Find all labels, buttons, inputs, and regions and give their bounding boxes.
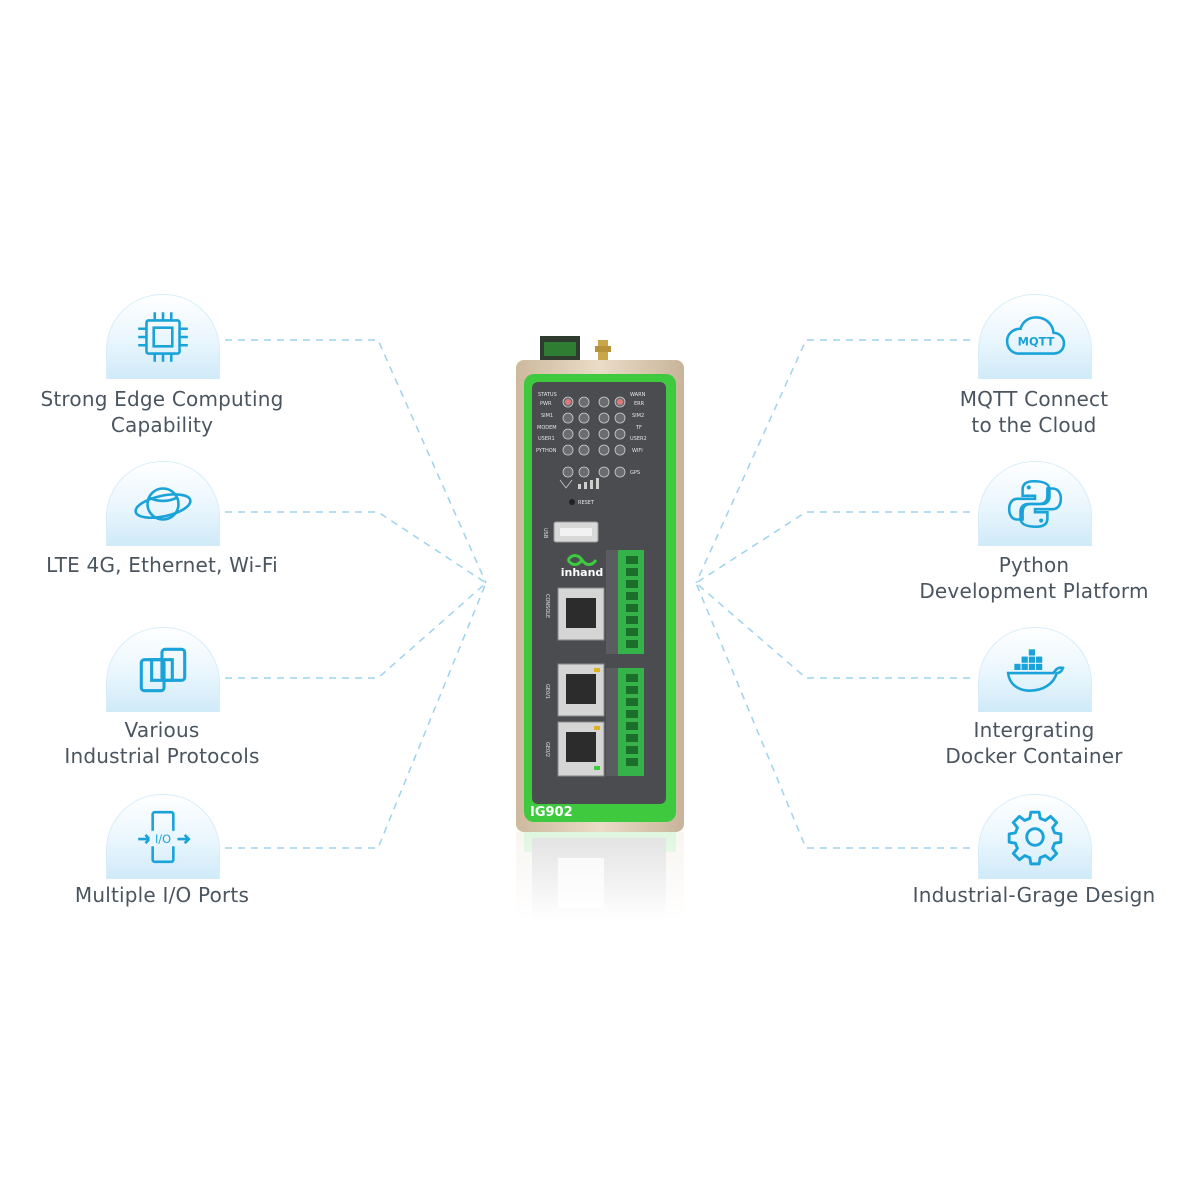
device-illustration: STATUS PWR SIM1 MODEM USER1 PYTHON WARN … xyxy=(510,336,690,920)
docker-whale-icon xyxy=(1006,649,1065,692)
console-label: CONSOLE xyxy=(544,594,550,618)
gear-icon xyxy=(1007,810,1063,866)
led-label: WARN xyxy=(630,392,646,398)
signal-antenna-icon xyxy=(559,479,573,489)
feature-label: Industrial-Grage Design xyxy=(912,883,1156,907)
python-icon xyxy=(1007,479,1063,529)
terminal-block-bottom xyxy=(606,668,644,776)
console-port-socket xyxy=(566,598,596,628)
ethernet-socket-ge2 xyxy=(566,732,596,762)
power-terminal-green xyxy=(544,342,576,356)
feature-label: Intergrating Docker Container xyxy=(945,718,1123,768)
feature-bubble: MQTT xyxy=(978,294,1092,379)
feature-bubble xyxy=(106,294,220,379)
antenna-nut xyxy=(595,346,611,352)
led-label: STATUS xyxy=(538,392,557,398)
led-label: USER2 xyxy=(630,436,647,442)
led-label: WIFI xyxy=(632,448,643,454)
led-grid: STATUS PWR SIM1 MODEM USER1 PYTHON WARN … xyxy=(536,392,647,489)
feature-label: Strong Edge Computing Capability xyxy=(40,387,284,437)
led-label: GPS xyxy=(630,470,640,476)
io-icon-text: I/O xyxy=(155,832,171,846)
terminal-block-top xyxy=(606,550,644,654)
feature-bubble: I/O xyxy=(106,794,220,879)
inhand-logo: inhand xyxy=(561,554,604,579)
led-label: SIM2 xyxy=(632,413,644,419)
usb-slot xyxy=(560,528,592,536)
led-label: MODEM xyxy=(537,425,557,431)
led-label: ERR xyxy=(634,401,645,407)
globe-network-icon xyxy=(134,487,192,521)
reset-button xyxy=(569,499,575,505)
mqtt-cloud-icon: MQTT xyxy=(1005,316,1066,355)
feature-label: Multiple I/O Ports xyxy=(74,883,250,907)
model-label: IG902 xyxy=(530,805,573,820)
feature-bubble xyxy=(978,627,1092,712)
cpu-chip-icon xyxy=(138,312,188,362)
feature-label: Python Development Platform xyxy=(919,553,1149,603)
mqtt-icon-text: MQTT xyxy=(1018,334,1055,348)
signal-bars-icon xyxy=(578,478,599,489)
ethernet-led-ge2 xyxy=(594,726,600,730)
protocol-link-icon xyxy=(139,647,187,693)
feature-label: LTE 4G, Ethernet, Wi-Fi xyxy=(46,553,278,577)
led-label: SIM1 xyxy=(541,413,553,419)
ethernet-link-led xyxy=(594,766,600,770)
ethernet-led-ge1 xyxy=(594,668,600,672)
led-label: TF xyxy=(635,425,642,431)
feature-bubble xyxy=(106,627,220,712)
io-port-icon: I/O xyxy=(138,810,191,864)
feature-bubble xyxy=(978,461,1092,546)
feature-label: Various Industrial Protocols xyxy=(64,718,260,768)
ge1-label: GE0/1 xyxy=(544,684,550,699)
feature-label: MQTT Connect to the Cloud xyxy=(959,387,1109,437)
reflection-fade xyxy=(510,832,690,920)
feature-bubble xyxy=(978,794,1092,879)
usb-label: USB xyxy=(542,528,548,539)
brand-text: inhand xyxy=(561,566,604,579)
led-label: PWR xyxy=(540,401,552,407)
led-label: PYTHON xyxy=(536,448,557,454)
device-ig902: STATUS PWR SIM1 MODEM USER1 PYTHON WARN … xyxy=(510,332,690,920)
ethernet-socket-ge1 xyxy=(566,674,596,704)
ge2-label: GE0/2 xyxy=(544,742,550,757)
led-label: USER1 xyxy=(538,436,555,442)
reset-label: RESET xyxy=(578,500,595,506)
